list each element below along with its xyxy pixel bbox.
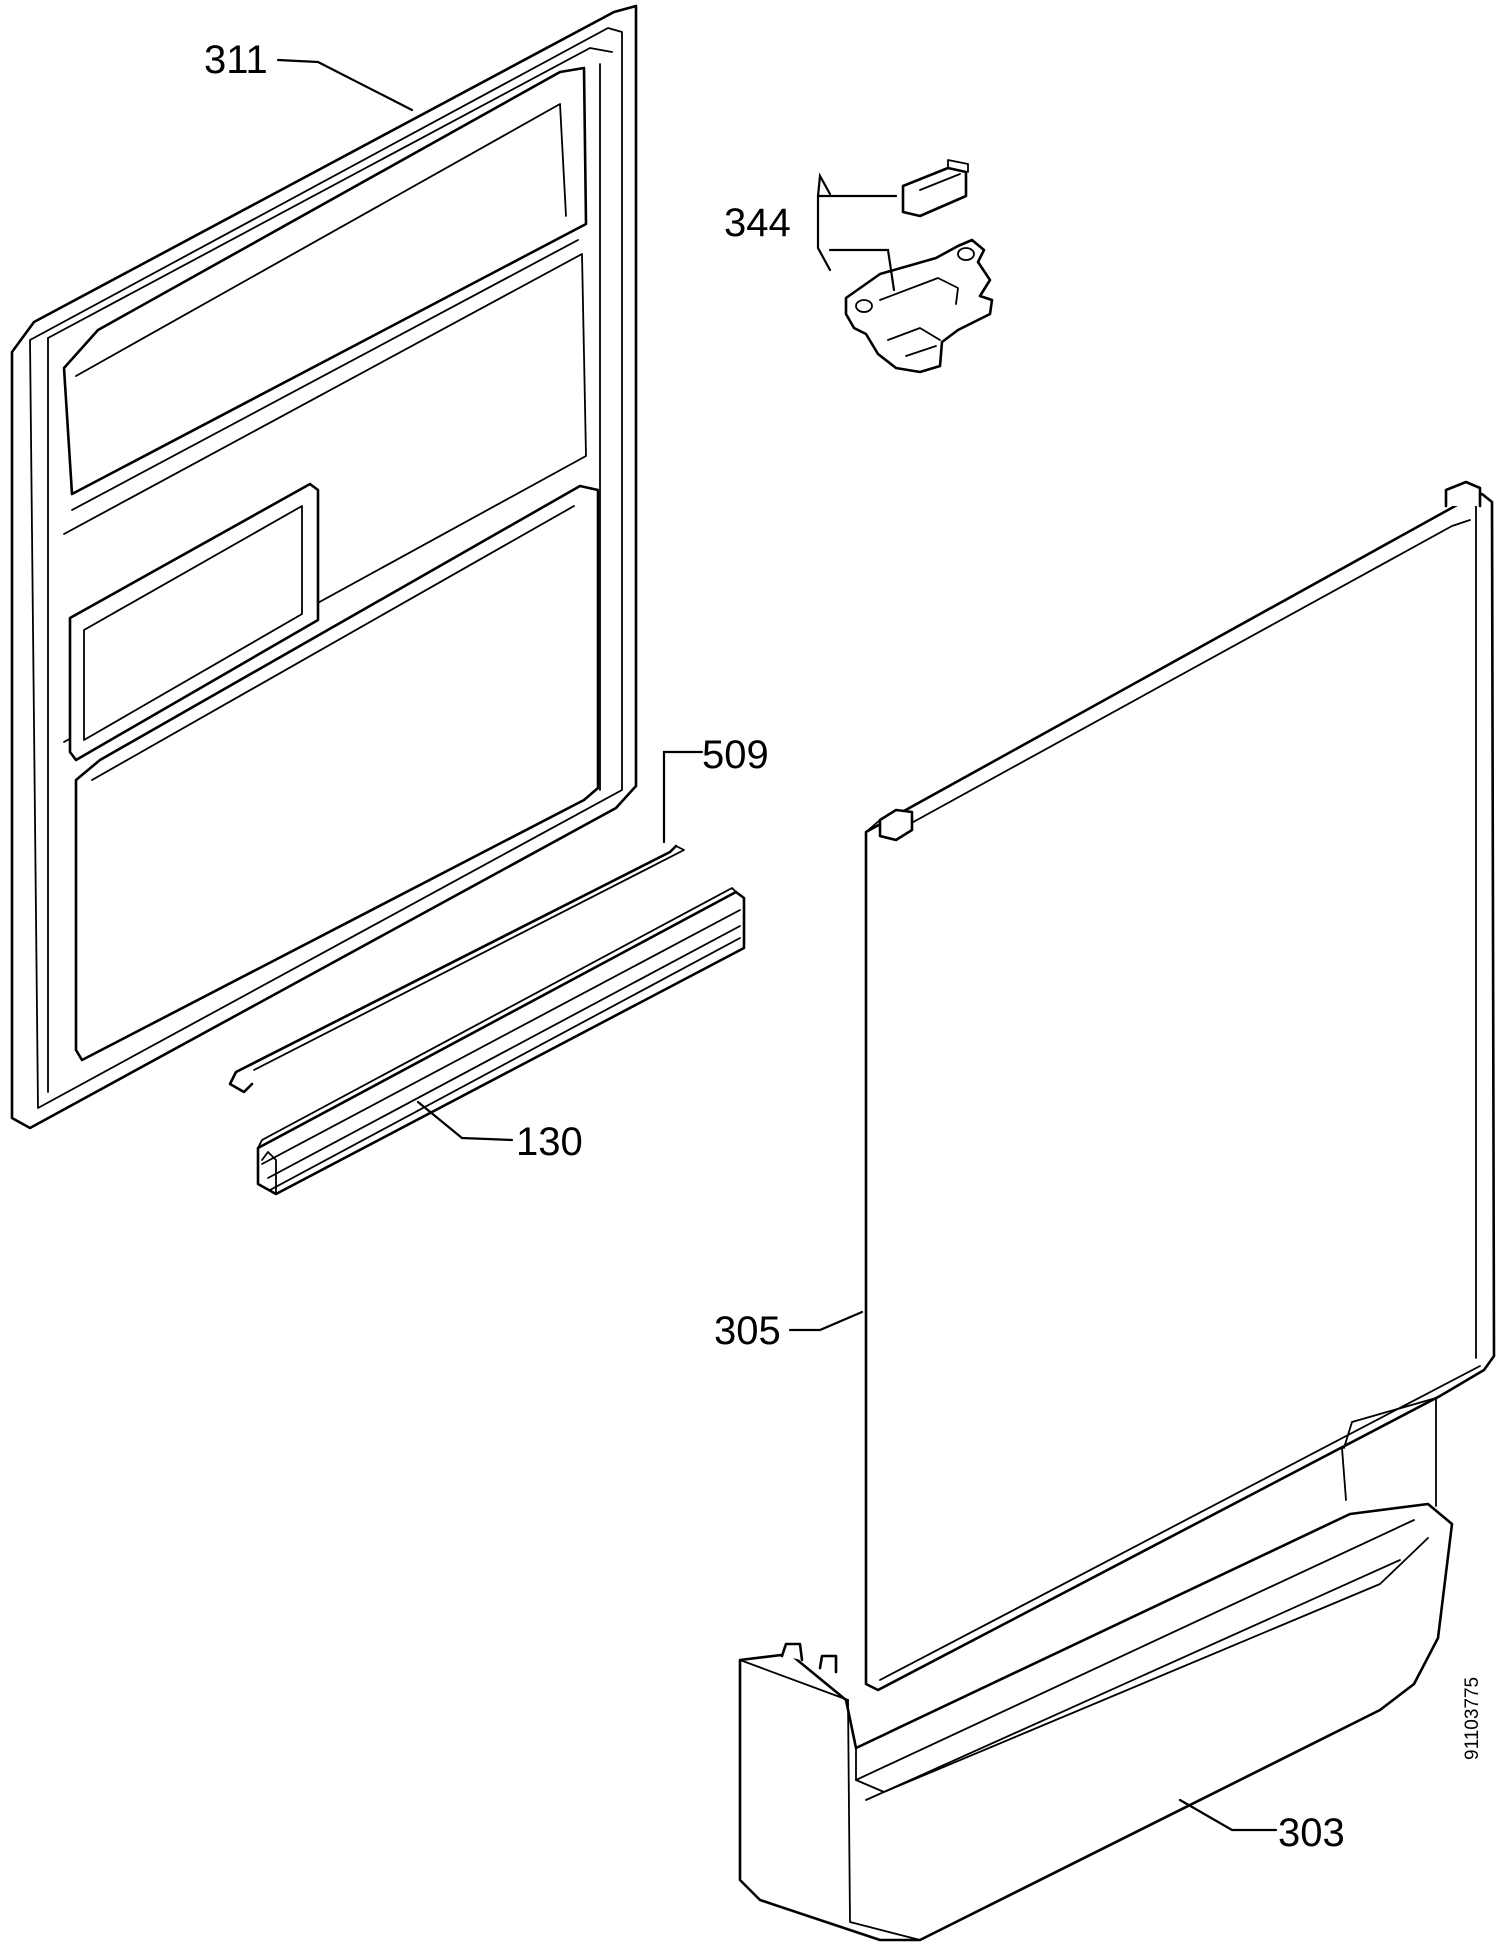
leader-509 (662, 750, 704, 844)
part-344-latch (844, 159, 994, 374)
leader-311 (276, 58, 414, 112)
label-130: 130 (516, 1120, 583, 1164)
leader-344 (816, 172, 832, 272)
label-303: 303 (1278, 1811, 1345, 1855)
label-305: 305 (714, 1309, 781, 1353)
leader-130 (416, 1100, 514, 1142)
document-number: 91103775 (1462, 1677, 1483, 1760)
leader-305 (788, 1310, 864, 1332)
leader-303 (1178, 1798, 1278, 1832)
part-305-outer-door (864, 480, 1496, 1692)
leader-344-bottom (828, 248, 896, 292)
label-509: 509 (702, 733, 769, 777)
part-303-plinth (738, 1397, 1454, 1942)
label-344: 344 (724, 201, 791, 245)
part-509-rod (228, 844, 685, 1094)
part-130-seal (256, 887, 746, 1196)
label-311: 311 (204, 38, 268, 82)
part-311-inner-door (10, 4, 638, 1130)
